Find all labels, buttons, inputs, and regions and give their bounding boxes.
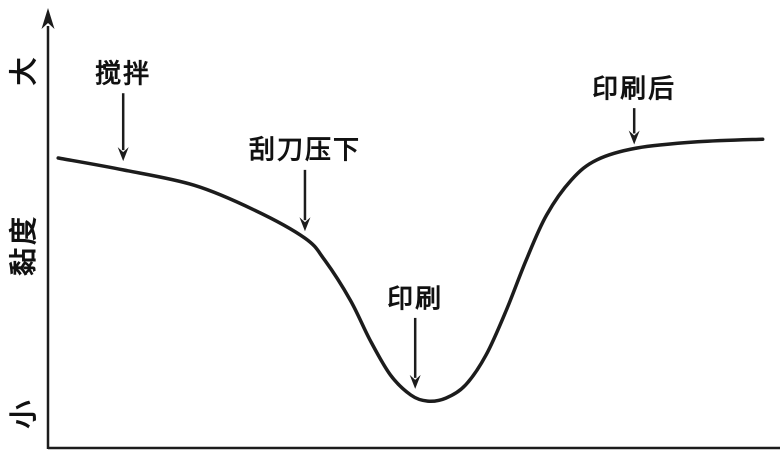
annotation-arrowhead-icon bbox=[117, 147, 129, 162]
annotation-label-squeegee-press: 刮刀压下 bbox=[248, 134, 361, 165]
viscosity-curve bbox=[56, 137, 765, 403]
annotation-label-after-printing: 印刷后 bbox=[592, 73, 677, 104]
annotation-label-stirring: 搅拌 bbox=[95, 58, 152, 89]
y-axis-arrowhead-icon bbox=[41, 8, 55, 29]
y-axis-min-label: 小 bbox=[8, 397, 39, 429]
y-axis-max-label: 大 bbox=[8, 54, 39, 86]
annotation-label-printing: 印刷 bbox=[387, 283, 444, 314]
annotation-arrowhead-icon bbox=[409, 374, 421, 389]
y-axis-title: 黏度 bbox=[8, 213, 39, 277]
annotation-arrowhead-icon bbox=[299, 217, 311, 232]
annotation-arrowhead-icon bbox=[628, 130, 640, 145]
